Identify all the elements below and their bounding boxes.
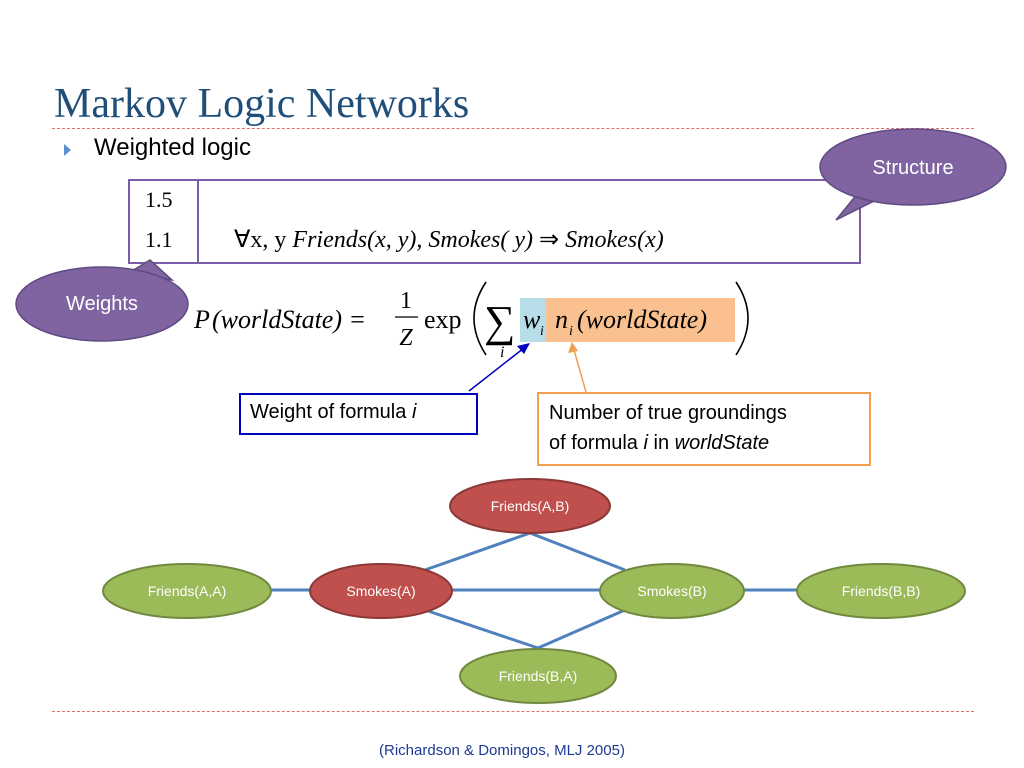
equation-exp: exp [424, 305, 462, 334]
equation-left-paren [473, 281, 487, 356]
node-smokes-a-label: Smokes(A) [346, 583, 415, 599]
node-friends-bb-label: Friends(B,B) [842, 583, 921, 599]
bottom-divider [52, 711, 974, 712]
node-friends-ab: Friends(A,B) [449, 478, 611, 534]
count-highlight [546, 298, 735, 342]
node-friends-aa: Friends(A,A) [102, 563, 272, 619]
structure-callout: Structure [819, 128, 1007, 221]
formula-quantifier: ∀x, y [234, 227, 287, 253]
formula-args-xy: (x, y), [367, 227, 429, 253]
formula-2: ∀x, y Friends(x, y), Smokes( y) ⇒ Smokes… [234, 225, 664, 254]
knowledge-base-box [128, 179, 861, 264]
formula-smokes-y-arg: ( y) [500, 227, 534, 253]
count-label-line2-var: i [643, 432, 648, 454]
weight-pointer-arrow [468, 343, 530, 392]
formula-smokes-y-name: Smokes [428, 227, 501, 253]
weights-callout: Weights [15, 259, 189, 342]
equation-w: w [523, 305, 541, 334]
node-friends-ba: Friends(B,A) [459, 648, 617, 704]
node-friends-ba-label: Friends(B,A) [499, 668, 578, 684]
equation-right-paren [735, 281, 749, 356]
node-friends-bb: Friends(B,B) [796, 563, 966, 619]
count-label-line2-state: worldState [674, 432, 770, 454]
node-smokes-b: Smokes(B) [599, 563, 745, 619]
knowledge-base-divider [197, 181, 199, 262]
equation-w-sub: i [540, 324, 544, 339]
equation-fraction-denominator: Z [399, 325, 413, 351]
weight-label-prefix: Weight of formula [250, 401, 412, 423]
count-label-line2: of formula i in worldState [549, 432, 769, 455]
count-pointer-arrow [568, 342, 587, 393]
weights-callout-text: Weights [66, 293, 138, 315]
bullet-text: Weighted logic [94, 134, 251, 161]
probability-equation: P (worldState) = 1 Z exp ∑ i w i n i (wo… [193, 281, 749, 361]
slide-title: Markov Logic Networks [54, 81, 470, 127]
weight-label-var: i [411, 401, 417, 423]
equation-n-sub: i [569, 324, 573, 339]
equation-sum-index: i [500, 344, 504, 361]
weight-highlight [520, 298, 546, 342]
edge-friendsab-smokesb [529, 531, 626, 572]
count-label-box [537, 392, 871, 466]
formula-implies: ⇒ [533, 227, 566, 253]
equation-fraction-numerator: 1 [400, 288, 412, 314]
formula-smokes-x-arg: (x) [637, 227, 664, 253]
citation: (Richardson & Domingos, MLJ 2005) [379, 742, 625, 759]
count-label-line2-mid: in [647, 432, 675, 454]
formula-smokes-x-name: Smokes [565, 227, 638, 253]
bullet-arrow-icon [64, 144, 71, 156]
equation-p: P [193, 305, 210, 334]
node-smokes-a: Smokes(A) [309, 563, 453, 619]
structure-callout-text: Structure [872, 157, 953, 179]
formula-weight-1: 1.5 [145, 187, 173, 212]
formula-friends: Friends [292, 227, 368, 253]
equation-lhs-arg: (worldState) = [212, 305, 366, 334]
node-friends-ab-label: Friends(A,B) [491, 498, 570, 514]
edge-smokesa-friendsba [424, 608, 539, 650]
equation-n-arg: (worldState) [577, 305, 707, 334]
equation-n: n [555, 305, 568, 334]
top-divider [52, 128, 974, 129]
edge-friendsba-smokesb [537, 608, 626, 650]
weight-label-box [239, 393, 478, 435]
count-label-line1: Number of true groundings [549, 402, 787, 424]
network-edges [270, 531, 798, 650]
edge-smokesa-friendsab [424, 531, 531, 572]
equation-sum-sign: ∑ [484, 297, 515, 346]
formula-weight-2: 1.1 [145, 227, 173, 252]
count-label-line2-prefix: of formula [549, 432, 644, 454]
node-smokes-b-label: Smokes(B) [637, 583, 706, 599]
node-friends-aa-label: Friends(A,A) [148, 583, 227, 599]
weight-label-text: Weight of formula i [250, 401, 416, 424]
